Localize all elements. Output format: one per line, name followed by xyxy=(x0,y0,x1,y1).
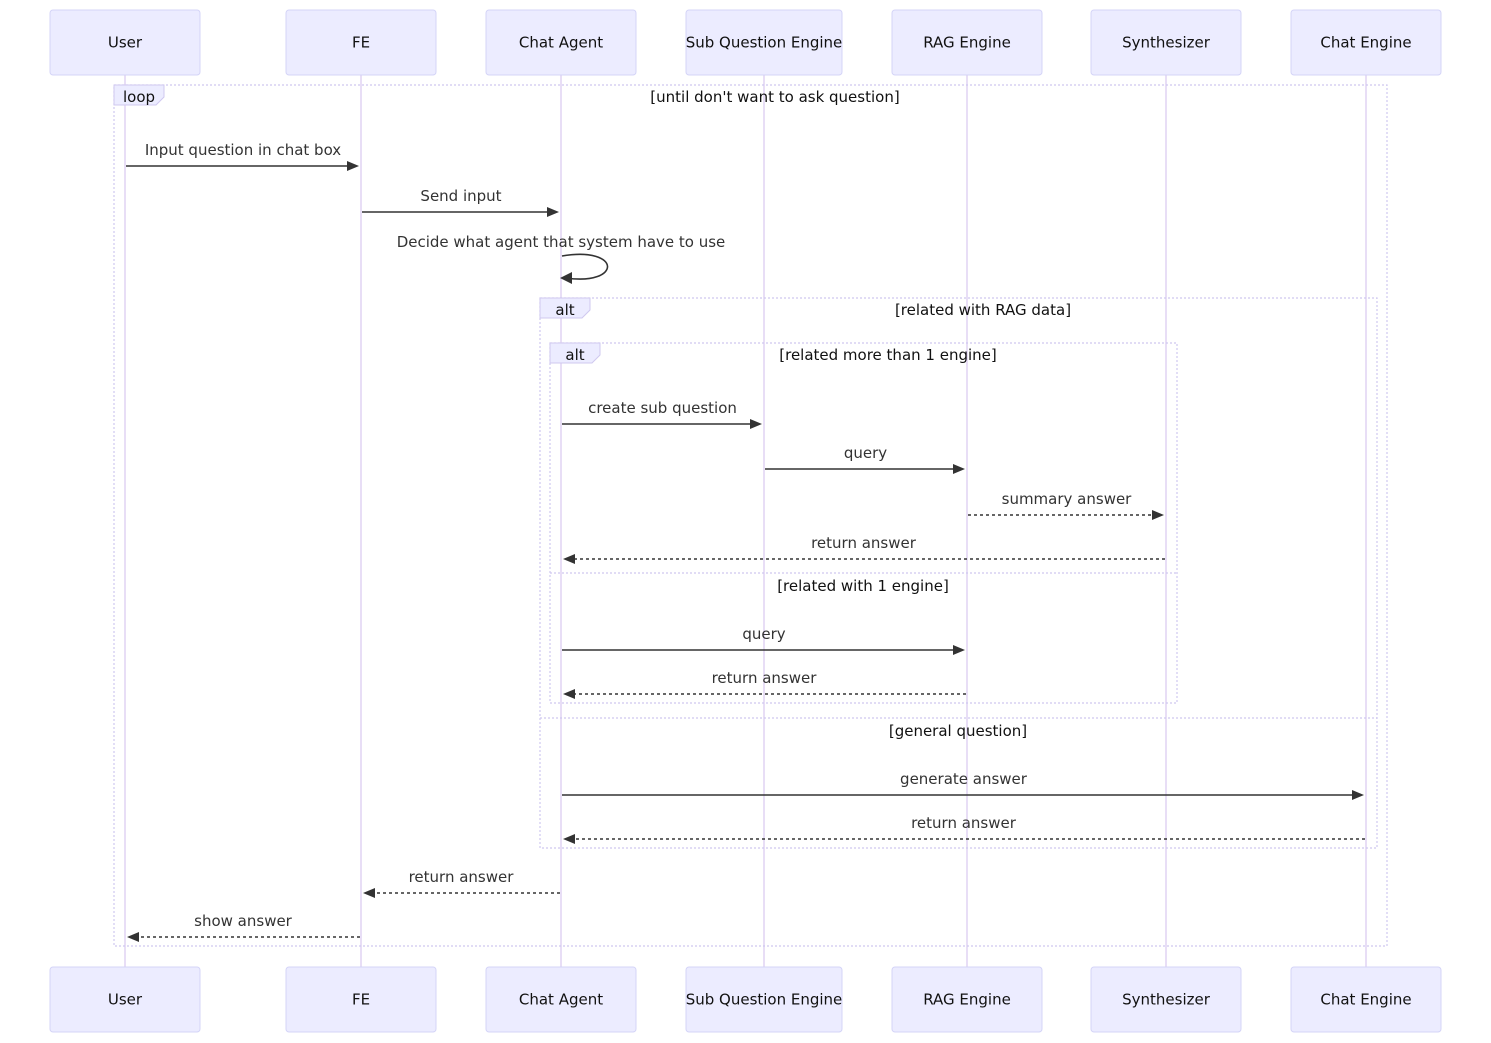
actor-top-chat-agent: Chat Agent xyxy=(485,9,637,76)
actor-box xyxy=(685,9,843,76)
actor-label: FE xyxy=(352,34,370,52)
arrow-head xyxy=(127,932,139,942)
actor-label: Chat Agent xyxy=(519,991,603,1009)
actor-box xyxy=(485,9,637,76)
actor-bottom-user: User xyxy=(49,966,201,1033)
actor-box xyxy=(1090,9,1242,76)
message-9: return answer xyxy=(563,669,966,699)
alt-frame-inner: alt [related more than 1 engine] [relate… xyxy=(549,342,1178,704)
actor-box xyxy=(485,966,637,1033)
actor-top-fe: FE xyxy=(285,9,437,76)
actor-top-chat-engine: Chat Engine xyxy=(1290,9,1442,76)
actor-top-rag-engine: RAG Engine xyxy=(891,9,1043,76)
actor-box xyxy=(285,9,437,76)
message-label: Input question in chat box xyxy=(145,141,341,159)
actor-bottom-fe: FE xyxy=(285,966,437,1033)
alt-outer-keyword: alt xyxy=(555,301,574,319)
message-label: query xyxy=(844,444,887,462)
message-13: show answer xyxy=(127,912,360,942)
arrow-head xyxy=(750,419,762,429)
message-label: create sub question xyxy=(588,399,737,417)
alt-outer-else-condition: [general question] xyxy=(889,722,1027,740)
actor-box xyxy=(285,966,437,1033)
arrow-head xyxy=(953,464,965,474)
actor-top-synthesizer: Synthesizer xyxy=(1090,9,1242,76)
message-3: Decide what agent that system have to us… xyxy=(397,233,726,284)
actor-label: RAG Engine xyxy=(923,991,1011,1009)
loop-condition: [until don't want to ask question] xyxy=(650,88,899,106)
actor-bottom-chat-engine: Chat Engine xyxy=(1290,966,1442,1033)
actor-label: Chat Engine xyxy=(1320,34,1411,52)
message-arrow xyxy=(561,253,609,280)
alt-inner-else-condition: [related with 1 engine] xyxy=(777,577,949,595)
message-5: query xyxy=(765,444,965,474)
arrow-head xyxy=(560,272,572,284)
arrow-head xyxy=(953,645,965,655)
alt-outer-condition: [related with RAG data] xyxy=(895,301,1071,319)
loop-frame: loop [until don't want to ask question] xyxy=(113,84,1388,947)
actor-label: RAG Engine xyxy=(923,34,1011,52)
actor-label: Synthesizer xyxy=(1122,991,1211,1009)
actor-box xyxy=(1090,966,1242,1033)
actor-box xyxy=(891,966,1043,1033)
arrow-head xyxy=(547,207,559,217)
arrow-head xyxy=(347,161,359,171)
message-label: Decide what agent that system have to us… xyxy=(397,233,726,251)
actor-bottom-synthesizer: Synthesizer xyxy=(1090,966,1242,1033)
message-12: return answer xyxy=(363,868,560,898)
message-2: Send input xyxy=(362,187,559,217)
message-label: return answer xyxy=(911,814,1017,832)
message-7: return answer xyxy=(563,534,1165,564)
actor-box xyxy=(1290,9,1442,76)
actor-label: User xyxy=(108,34,143,52)
message-1: Input question in chat box xyxy=(126,141,359,171)
arrow-head xyxy=(563,554,575,564)
actor-bottom-sub-question-engine: Sub Question Engine xyxy=(685,966,843,1033)
actor-label: FE xyxy=(352,991,370,1009)
actor-box xyxy=(891,9,1043,76)
actor-box xyxy=(1290,966,1442,1033)
lifelines xyxy=(124,75,1367,967)
actor-label: Sub Question Engine xyxy=(686,991,843,1009)
alt-inner-keyword: alt xyxy=(565,346,584,364)
message-label: summary answer xyxy=(1002,490,1133,508)
arrow-head xyxy=(1352,790,1364,800)
actors-bottom: User FE Chat Agent Sub Question Engine RAG E… xyxy=(49,966,1442,1033)
message-label: generate answer xyxy=(900,770,1028,788)
alt-inner-condition: [related more than 1 engine] xyxy=(779,346,996,364)
message-label: query xyxy=(742,625,785,643)
actor-label: Synthesizer xyxy=(1122,34,1211,52)
alt-frame-outer: alt [related with RAG data] [general que… xyxy=(539,297,1378,849)
message-label: return answer xyxy=(712,669,818,687)
message-label: show answer xyxy=(194,912,293,930)
actor-label: User xyxy=(108,991,143,1009)
actor-label: Chat Agent xyxy=(519,34,603,52)
actor-box xyxy=(49,966,201,1033)
arrow-head xyxy=(563,834,575,844)
actor-bottom-rag-engine: RAG Engine xyxy=(891,966,1043,1033)
message-label: return answer xyxy=(811,534,917,552)
arrow-head xyxy=(1152,510,1164,520)
arrow-head xyxy=(563,689,575,699)
loop-keyword: loop xyxy=(123,88,155,106)
actor-top-user: User xyxy=(49,9,201,76)
actors-top: User FE Chat Agent Sub Question Engine RAG E… xyxy=(49,9,1442,76)
actor-box xyxy=(49,9,201,76)
message-11: return answer xyxy=(563,814,1365,844)
actor-top-sub-question-engine: Sub Question Engine xyxy=(685,9,843,76)
actor-label: Chat Engine xyxy=(1320,991,1411,1009)
actor-bottom-chat-agent: Chat Agent xyxy=(485,966,637,1033)
message-8: query xyxy=(562,625,965,655)
actor-box xyxy=(685,966,843,1033)
message-6: summary answer xyxy=(968,490,1164,520)
message-label: Send input xyxy=(420,187,501,205)
arrow-head xyxy=(363,888,375,898)
message-label: return answer xyxy=(409,868,515,886)
message-10: generate answer xyxy=(562,770,1364,800)
actor-label: Sub Question Engine xyxy=(686,34,843,52)
message-4: create sub question xyxy=(562,399,762,429)
